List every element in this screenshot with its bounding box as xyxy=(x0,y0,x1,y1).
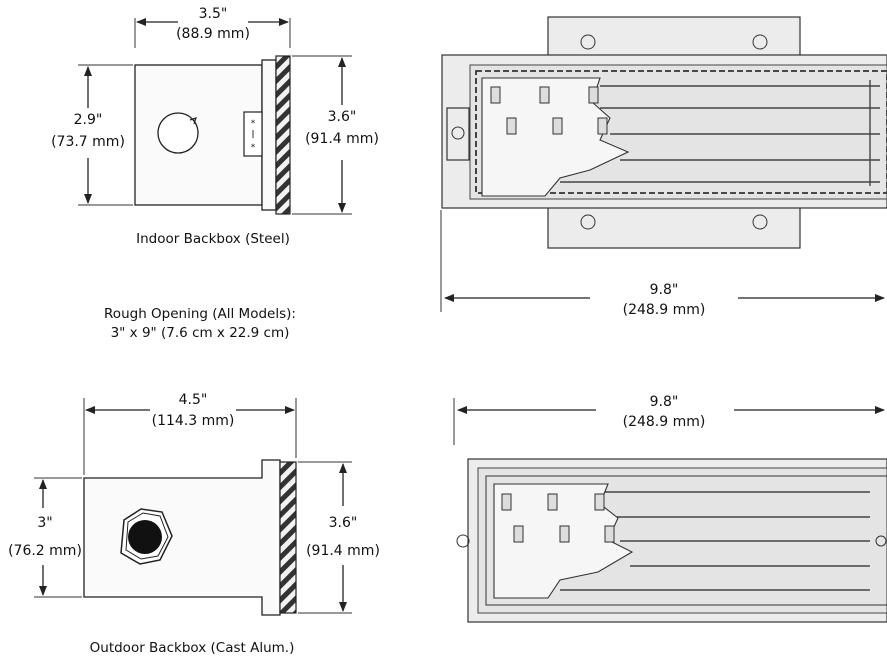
indoor-depth-inch: 3.6" xyxy=(328,109,357,125)
outdoor-faceplate-length-inch: 9.8" xyxy=(650,394,679,410)
indoor-faceplate-length-mm: (248.9 mm) xyxy=(623,302,706,318)
indoor-faceplate-view: 9.8" (248.9 mm) xyxy=(440,16,887,318)
indoor-faceplate-length-inch: 9.8" xyxy=(650,282,679,298)
indoor-height-inch: 2.9" xyxy=(74,112,103,128)
indoor-depth-mm: (91.4 mm) xyxy=(305,131,379,147)
rough-opening-line2: 3" x 9" (7.6 cm x 22.9 cm) xyxy=(111,325,290,341)
indoor-backbox-view: 3.5" (88.9 mm) * * 2.9" (73.7 mm) 3.6" (… xyxy=(51,6,379,247)
indoor-width-mm: (88.9 mm) xyxy=(176,26,250,42)
outdoor-faceplate-length-mm: (248.9 mm) xyxy=(623,414,706,430)
outdoor-width-mm: (114.3 mm) xyxy=(152,413,235,429)
svg-text:*: * xyxy=(251,143,256,153)
outdoor-height-inch: 3" xyxy=(37,515,52,531)
rough-opening-line1: Rough Opening (All Models): xyxy=(104,306,296,322)
outdoor-caption: Outdoor Backbox (Cast Alum.) xyxy=(90,640,295,656)
outdoor-height-mm: (76.2 mm) xyxy=(8,543,82,559)
outdoor-faceplate-view: 9.8" (248.9 mm) xyxy=(453,394,887,623)
indoor-height-mm: (73.7 mm) xyxy=(51,134,125,150)
knockout-rotate-icon xyxy=(157,112,199,154)
outdoor-backbox-view: 4.5" (114.3 mm) 3" (76.2 mm) 3.6" (91.4 … xyxy=(8,392,380,656)
outdoor-depth-inch: 3.6" xyxy=(329,515,358,531)
svg-text:*: * xyxy=(251,119,256,129)
rough-opening-note: Rough Opening (All Models): 3" x 9" (7.6… xyxy=(104,306,296,341)
outdoor-depth-mm: (91.4 mm) xyxy=(306,543,380,559)
outdoor-width-inch: 4.5" xyxy=(179,392,208,408)
indoor-caption: Indoor Backbox (Steel) xyxy=(136,231,290,247)
indoor-width-inch: 3.5" xyxy=(199,6,228,22)
